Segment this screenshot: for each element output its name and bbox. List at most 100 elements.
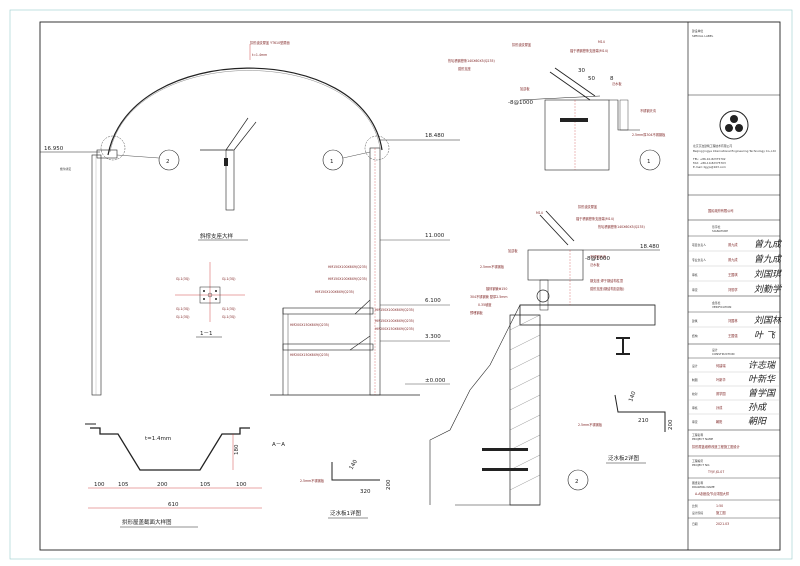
design-sig-4: 朝阳 <box>748 416 767 427</box>
detail-marker-2 <box>158 149 180 171</box>
design-sig-2: 曾学国 <box>748 388 777 399</box>
tag-col-3: HM150X100X6X9(Q235) <box>315 290 354 294</box>
d2-elev: 18.480 <box>640 244 660 250</box>
verify-name-0: 刘国林 <box>728 318 738 323</box>
d2-tag-0: M14 <box>536 211 543 215</box>
sign-sig-3: 刘勤学 <box>754 284 782 295</box>
profile-dim-2: 105 <box>118 482 129 488</box>
design-role-3: 审核 <box>692 406 698 410</box>
floor-frame <box>270 299 420 396</box>
sign-role-1: 专业负责人 <box>692 258 706 262</box>
date-label: 日期 <box>692 522 698 526</box>
flashing-1-dim-1: 140 <box>349 458 360 471</box>
detail-marker-1 <box>322 149 344 171</box>
d2-tag-13: 预埋钢板 <box>470 310 484 315</box>
design-role-4: 审定 <box>692 420 698 424</box>
outer-frame <box>9 9 793 560</box>
design-role-2: 校对 <box>692 392 698 396</box>
elev-right: 18.480 <box>425 133 445 139</box>
design-name-0: 何建瑞 <box>716 363 726 368</box>
arch-roof <box>107 67 383 156</box>
d1-angle-1: 30 <box>578 68 585 74</box>
sign-name-3: 刘勤学 <box>728 287 738 292</box>
stage: 施工图 <box>716 510 726 515</box>
arch-top-label: 拱形波纹屋盖 YT610型屋面 <box>250 40 290 45</box>
sign-header: 签字栏 <box>712 225 721 229</box>
tag-beam-2: HM200X150X6X9(Q235) <box>375 327 414 331</box>
d2-tag-3: 热轧槽钢檩条140X60X5(Q235) <box>598 224 645 229</box>
verify-header-en: VERIFICATION <box>712 305 731 309</box>
d1-tag-1: M14 <box>598 40 605 44</box>
verify-role-0: 建筑 <box>692 319 698 323</box>
design-sig-0: 许志瑞 <box>748 360 777 371</box>
company-en: Beijing Jingye International Engineering… <box>693 149 776 153</box>
left-gutter <box>96 149 118 159</box>
profile-thickness: t=1.4mm <box>145 436 171 442</box>
drawing-no: TYJY-JG-07 <box>707 470 724 474</box>
arch-thickness: t=1.4mm <box>252 53 267 57</box>
d1-tag-4: 弧形支座 <box>458 66 472 71</box>
design-sig-1: 叶新华 <box>748 374 776 385</box>
inner-frame <box>39 21 781 551</box>
drawing-no-en: PROJECT NO. <box>692 463 710 467</box>
verify-role-1: 结构 <box>692 334 698 338</box>
node-tag-6: GJ-1(3Q) <box>222 315 236 319</box>
drawing-name-en: DRAWING NAME <box>692 485 715 489</box>
flashing-2-dim-2: 210 <box>638 418 649 424</box>
left-wall <box>91 154 102 396</box>
detail-marker-2-text: 2 <box>166 159 170 165</box>
sign-role-0: 项目负责人 <box>692 243 706 247</box>
d2-tag-14: -8@1000 <box>585 256 610 262</box>
tag-beam-1: HM200X150X6X9(Q235) <box>290 323 329 327</box>
d1-tag-8: 2.5mm厚304不锈钢板 <box>632 132 666 137</box>
design-header-en: CONSTRUCTION <box>712 352 735 356</box>
elevation-markers: 11.000 6.100 3.300 ±0.000 <box>380 233 450 385</box>
d2-tag-2: 锚于槽钢檩条支座端(M14) <box>576 216 614 221</box>
d2-tag-5: 不锈钢天沟 <box>590 254 606 259</box>
client-name: 国民政府有限公司 <box>708 208 734 213</box>
drawing-no-label: 工程编号 <box>692 459 703 463</box>
d2-tag-1: 拱形波纹屋盖 <box>578 204 598 209</box>
profile-height: 180 <box>234 444 240 455</box>
i-beam <box>616 337 630 355</box>
title-block: 建设单位 SPECIAL LABEL 北京京冶建筑工程技术有限公司 Beijin… <box>688 29 783 526</box>
node-tag-3: GJ-1(3Q) <box>176 307 190 311</box>
member-tags: HM150X100X6X9(Q235) HM150X100X6X9(Q235) … <box>176 265 414 357</box>
flashing-1-title: 泛水板1详图 <box>330 509 361 517</box>
profile-dim-5: 100 <box>236 482 247 488</box>
flashing-2-dim-1: 140 <box>628 390 637 402</box>
d2-tag-6: 2.5mm不锈钢板 <box>480 264 505 269</box>
drawing-name: A-A剖面及节点详图大样 <box>695 491 730 496</box>
design-sig-3: 孙成 <box>748 402 768 413</box>
sign-name-1: 曾九成 <box>728 257 738 262</box>
section-1-1-title: 1－1 <box>200 331 213 337</box>
elev-left: 16.950 <box>44 146 64 152</box>
d2-tag-8: 钢支座 焊于钢结构柱顶 <box>590 278 624 283</box>
elev-0000: ±0.000 <box>425 378 446 384</box>
contact-1: TEL: +86-10-82375702 <box>692 157 726 161</box>
drawing-name-label: 图纸名称 <box>692 481 703 485</box>
d1-tag-0: 拱形波纹屋盖 <box>512 42 532 47</box>
sign-sig-0: 曾九成 <box>754 239 783 250</box>
d2-marker <box>567 469 589 491</box>
flashing-2-title: 泛水板2详图 <box>608 454 639 462</box>
flashing-2-detail: 2.5mm不锈钢板 140 210 200 泛水板2详图 2 <box>567 390 674 491</box>
design-role-1: 制图 <box>692 378 698 382</box>
sign-name-0: 曾九成 <box>728 242 738 247</box>
design-header: 设计 <box>712 348 718 352</box>
sign-rows: 项目负责人 曾九成 曾九成 专业负责人 曾九成 曾九成 审核 王国琪 刘国琪 审… <box>688 239 783 295</box>
d1-tag-3: 热轧槽钢檩条140X60X5(Q235) <box>448 58 495 63</box>
stage-label: 设计阶段 <box>692 511 703 515</box>
node-1-1: 1－1 <box>175 262 245 338</box>
section-title: A－A <box>272 442 285 448</box>
node-tag-1: GJ-1(3Q) <box>176 277 190 281</box>
d1-angle-3: 8 <box>610 76 614 82</box>
design-name-2: 曾学国 <box>716 391 726 396</box>
flashing-1-dim-2: 320 <box>360 489 371 495</box>
contact-2: FAX: +86-10-82375703 <box>693 161 726 165</box>
node-tag-4: GJ-1(3Q) <box>222 307 236 311</box>
node-tag-2: GJ-1(3Q) <box>222 277 236 281</box>
flashing-2-label: 2.5mm不锈钢板 <box>578 422 603 427</box>
elev-3300: 3.300 <box>425 334 441 340</box>
